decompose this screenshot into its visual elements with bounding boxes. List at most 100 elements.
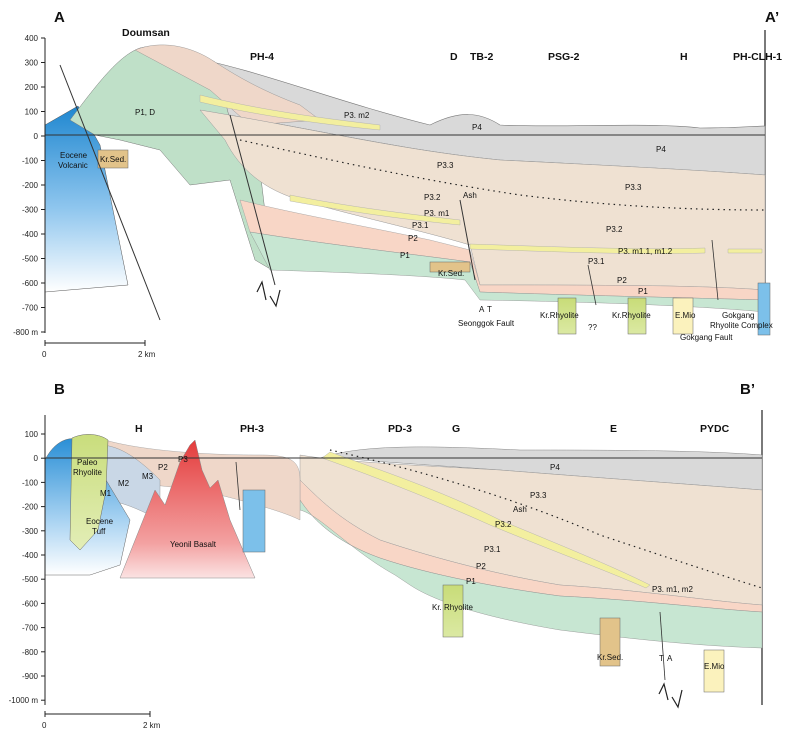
axis-a-tick-label: -100 [22, 157, 39, 166]
label-ash-b: Ash [513, 505, 527, 514]
axis-a-tick-label: -400 [22, 230, 39, 239]
axis-b-tick-label: -100 [22, 478, 39, 487]
site-d: D [450, 51, 458, 63]
section-b-right-label: B’ [740, 381, 755, 398]
axis-b-tick-label: -500 [22, 575, 39, 584]
axis-a-tick-label: -800 m [13, 328, 38, 337]
site-b-h: H [135, 423, 143, 435]
label-p3m1: P3. m1 [424, 209, 450, 218]
label-p3m1m2-b: P3. m1, m2 [652, 585, 693, 594]
label-p3m1m2: P3. m1.1, m1.2 [618, 247, 673, 256]
label-e-mio-a: E.Mio [675, 311, 696, 320]
axis-b-tick-label: 0 [34, 454, 39, 463]
site-psg2: PSG-2 [548, 51, 580, 63]
label-p2-right: P2 [617, 276, 627, 285]
axis-b-tick-label: -300 [22, 527, 39, 536]
label-eocene-tuff-1: Eocene [86, 517, 114, 526]
axis-b-tick-label: -800 [22, 648, 39, 657]
unit-yeonil-basalt [119, 439, 256, 579]
label-p1-b: P1 [466, 577, 476, 586]
site-ph4: PH-4 [250, 51, 274, 63]
unit-kr-rhyolite-a1 [557, 297, 577, 335]
axis-b-tick-label: -1000 m [9, 696, 39, 705]
label-p3m2: P3. m2 [344, 111, 370, 120]
site-tb2: TB-2 [470, 51, 493, 63]
label-fault-t-b: T [659, 654, 664, 663]
axis-a-tick-label: 400 [25, 34, 39, 43]
axis-b-tick-label: -900 [22, 672, 39, 681]
axis-a-tick-label: -700 [22, 304, 39, 313]
label-kr-sed-b: Kr.Sed. [597, 653, 623, 662]
label-p33-b: P3.3 [530, 491, 547, 500]
label-p33-right: P3.3 [625, 183, 642, 192]
label-p4-top: P4 [472, 123, 482, 132]
label-p31-b: P3.1 [484, 545, 501, 554]
label-m2: M2 [118, 479, 130, 488]
label-gokgang-1: Gokgang [722, 311, 754, 320]
label-eocene-2: Volcanic [58, 161, 88, 170]
label-gokgang-fault: Gokgang Fault [680, 333, 733, 342]
label-p3-top-b: P3 [178, 455, 188, 464]
label-p32-left: P3.2 [424, 193, 441, 202]
label-p2-left: P2 [408, 234, 418, 243]
unit-kr-sed-a2 [429, 261, 471, 273]
label-eocene-tuff-2: Tuff [92, 527, 106, 536]
label-p1-right: P1 [638, 287, 648, 296]
axis-a-tick-label: 200 [25, 83, 39, 92]
unit-paleo-rhyolite [69, 434, 109, 551]
unit-p1-b [299, 499, 763, 649]
label-seonggok-fault: Seonggok Fault [458, 319, 515, 328]
label-p4-b: P4 [550, 463, 560, 472]
unit-e-mio-b [703, 649, 725, 693]
label-kr-sed-a2: Kr.Sed. [438, 269, 464, 278]
label-paleo-1: Paleo [77, 458, 98, 467]
scale-b-0: 0 [42, 721, 47, 730]
site-phclh1: PH-CLH-1 [733, 51, 782, 63]
section-a-right-label: A’ [765, 9, 779, 26]
axis-a-tick-label: 300 [25, 59, 39, 68]
label-p32-b: P3.2 [495, 520, 512, 529]
label-p1-left: P1 [400, 251, 410, 260]
label-kr-rhyolite-a2: Kr.Rhyolite [612, 311, 651, 320]
scale-a-2km: 2 km [138, 350, 156, 359]
axis-a-tick-label: 0 [34, 132, 39, 141]
label-p2-b: P2 [476, 562, 486, 571]
label-p33-left: P3.3 [437, 161, 454, 170]
axis-a-tick-label: -500 [22, 255, 39, 264]
label-fault-a-a: A [479, 305, 485, 314]
label-paleo-2: Rhyolite [73, 468, 102, 477]
axis-a-tick-label: -600 [22, 279, 39, 288]
label-p32-right: P3.2 [606, 225, 623, 234]
label-p1d: P1, D [135, 108, 155, 117]
axis-b-tick-label: -700 [22, 624, 39, 633]
label-m1: M1 [100, 489, 112, 498]
axis-b-tick-label: -600 [22, 599, 39, 608]
scale-b-2km: 2 km [143, 721, 161, 730]
axis-a-tick-label: -300 [22, 206, 39, 215]
site-b-e: E [610, 423, 617, 435]
unit-kr-rhyolite-b [442, 584, 464, 638]
axis-b-tick-label: 100 [25, 430, 39, 439]
section-a-left-label: A [54, 9, 65, 26]
label-gokgang-2: Rhyolite Complex [710, 321, 773, 330]
axis-b-tick-label: -400 [22, 551, 39, 560]
label-kr-sed-a1: Kr.Sed. [100, 155, 126, 164]
label-fault-a-b: A [667, 654, 673, 663]
axis-a-tick-label: 100 [25, 108, 39, 117]
section-a: 400 300 200 100 0 -100 -200 -300 -400 -500 -600 -70… [13, 9, 782, 359]
site-h: H [680, 51, 688, 63]
label-p31-left: P3.1 [412, 221, 429, 230]
site-doumsan: Doumsan [122, 27, 170, 39]
site-b-ph3: PH-3 [240, 423, 264, 435]
label-e-mio-b: E.Mio [704, 662, 725, 671]
axis-a-tick-label: -200 [22, 181, 39, 190]
label-question: ?? [588, 323, 597, 332]
unit-gokgang-complex [757, 282, 771, 336]
label-yeonil-basalt: Yeonil Basalt [170, 540, 217, 549]
site-b-pydc: PYDC [700, 423, 730, 435]
site-b-pd3: PD-3 [388, 423, 412, 435]
unit-kr-sed-a1 [97, 149, 129, 169]
label-kr-rhyolite-b: Kr. Rhyolite [432, 603, 473, 612]
site-b-g: G [452, 423, 460, 435]
